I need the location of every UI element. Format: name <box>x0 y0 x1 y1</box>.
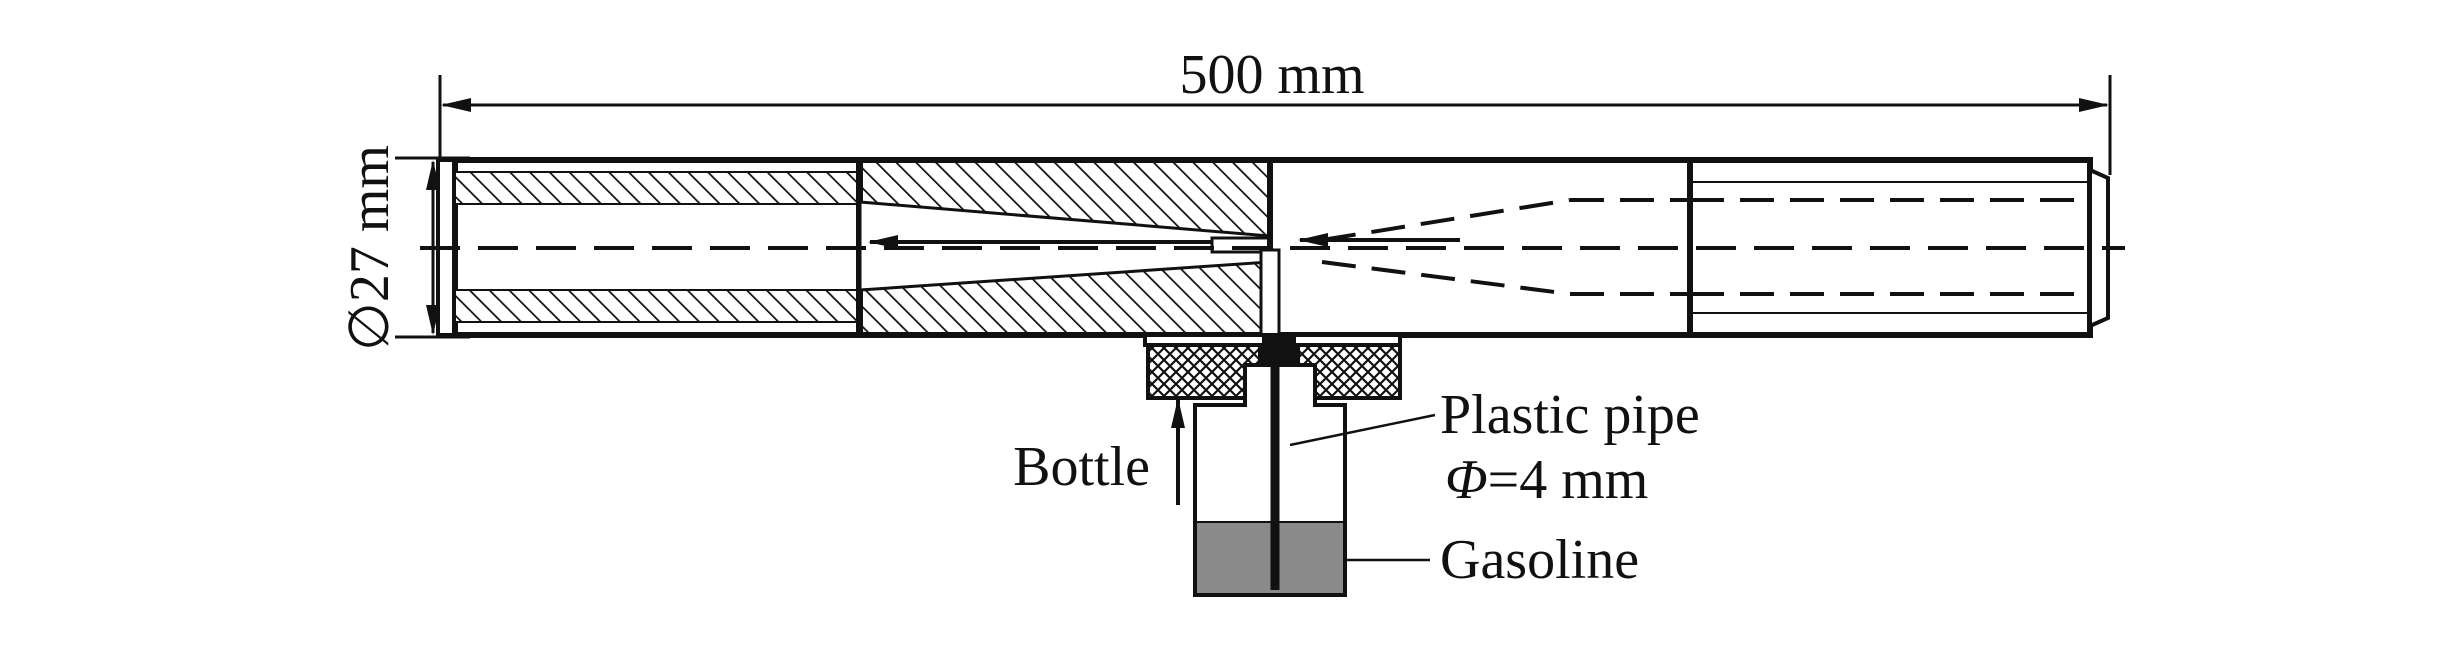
gasoline-fill <box>1197 522 1343 593</box>
plastic-pipe-leader <box>1289 413 1436 447</box>
pipe-diameter-symbol: Φ <box>1445 449 1488 511</box>
pipe-diameter-label: Φ=4 mm <box>1445 449 1648 511</box>
bottle-label: Bottle <box>1013 436 1150 498</box>
suction-tube <box>1259 248 1281 340</box>
plastic-pipe-label: Plastic pipe <box>1440 384 1700 446</box>
length-label: 500 mm <box>1179 44 1364 106</box>
length-dimension: 500 mm <box>438 44 2112 175</box>
gasoline-label: Gasoline <box>1440 529 1639 591</box>
diameter-label: ∅27 mm <box>339 145 401 351</box>
bottle <box>1193 363 1347 597</box>
pipe-diameter-value: =4 mm <box>1488 449 1649 511</box>
